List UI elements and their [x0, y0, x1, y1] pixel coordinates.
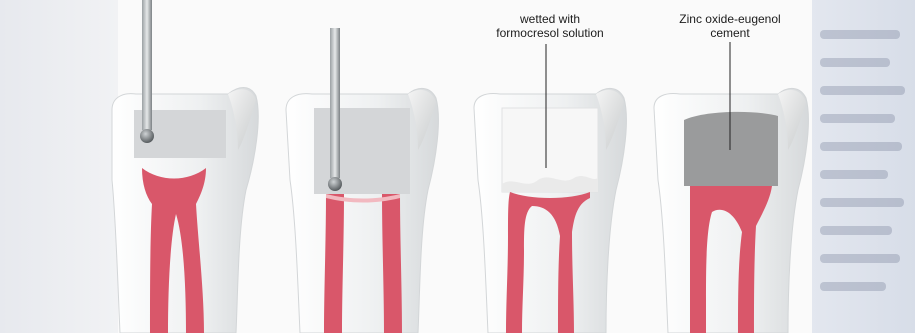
emptied-chamber: [314, 108, 410, 194]
tooth-step-1: [112, 0, 258, 333]
callout-formocresol-text: wetted with formocresol solution: [480, 12, 620, 40]
callout-zoe-text: Zinc oxide-eugenol cement: [650, 12, 810, 40]
round-bur-head: [328, 177, 342, 191]
tooth-step-4: [654, 42, 808, 333]
tooth-step-2: [286, 28, 438, 333]
bur-shaft: [330, 28, 340, 178]
zoe-cement-fill: [684, 112, 778, 186]
round-bur-head: [140, 129, 154, 143]
bur-shaft: [142, 0, 152, 130]
callout-zoe-cement: Zinc oxide-eugenol cement: [650, 12, 810, 40]
callout-formocresol: wetted with formocresol solution: [480, 12, 620, 40]
tooth-step-3: [474, 44, 626, 333]
